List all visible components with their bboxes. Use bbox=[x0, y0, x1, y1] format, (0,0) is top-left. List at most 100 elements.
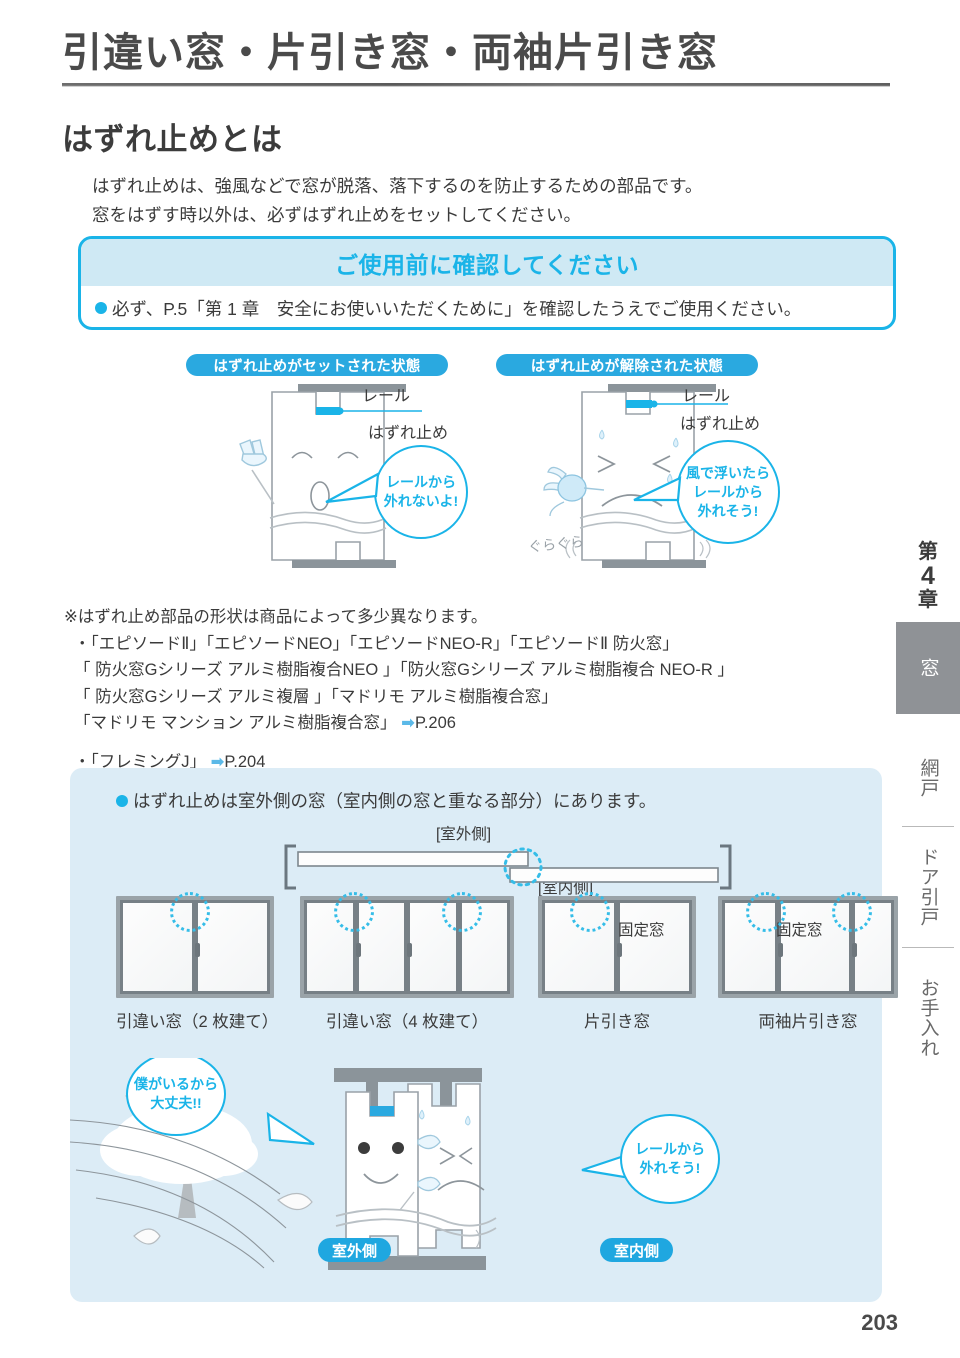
title-underline-rule bbox=[62, 80, 890, 87]
indoor-mouth bbox=[437, 1180, 485, 1191]
bullet-dot-icon bbox=[116, 794, 128, 807]
window-label-1: 引違い窓（2 枚建て） bbox=[116, 1013, 279, 1031]
face-mouth bbox=[310, 481, 330, 511]
wind-scene-illustration bbox=[70, 1068, 632, 1270]
indoor-sweat-1 bbox=[419, 1109, 425, 1120]
indoor-sash-character bbox=[407, 1083, 481, 1249]
fixed-window-tag-1: 固定窓 bbox=[618, 922, 665, 939]
plan-view-overlap bbox=[284, 844, 732, 890]
sash-inside bbox=[509, 867, 719, 883]
panel-heading-row: はずれ止めは室外側の窓（室内側の窓と重なる部分）にあります。 bbox=[116, 788, 656, 813]
note-line-3: 「 防火窓Gシリーズ アルミ複層 」「マドリモ アルミ樹脂複合窓」 bbox=[74, 687, 558, 706]
sidebar-item-amido[interactable]: 網戸 bbox=[917, 758, 939, 798]
bubble-set-line-2: 外れないよ! bbox=[383, 493, 459, 509]
window-figure-4 bbox=[718, 896, 898, 998]
window-pane-fixed bbox=[617, 900, 692, 994]
badge-outside: 室外側 bbox=[318, 1238, 392, 1262]
wind-scene: 僕がいるから 大丈夫!! レールから 外れそう! 室外側 室内側 bbox=[70, 1058, 882, 1290]
bubble-released-line-2: レールから bbox=[693, 483, 763, 500]
speech-bubble-released: 風で浮いたら レールから 外れそう! bbox=[676, 440, 780, 544]
label-rail-right: レール bbox=[682, 388, 731, 405]
page-number: 203 bbox=[861, 1310, 898, 1335]
bubble-set-tail bbox=[325, 472, 380, 504]
face-eye-right bbox=[337, 451, 359, 459]
bubble-released-line-3: 外れそう! bbox=[697, 502, 759, 519]
speech-bubble-outdoor: 僕がいるから 大丈夫!! bbox=[126, 1058, 226, 1136]
notice-header: ご使用前に確認してください bbox=[81, 239, 893, 286]
window-handle bbox=[617, 943, 622, 958]
stopper-highlight-circle bbox=[442, 892, 482, 932]
tab-divider bbox=[902, 947, 954, 948]
face-mouth bbox=[601, 494, 663, 507]
label-inside-plan: [室内側] bbox=[538, 880, 594, 897]
chapter-side-tabs: 第 4 章 窓 網戸 ドア引戸 お手入れ bbox=[896, 540, 960, 1068]
window-figure-3 bbox=[538, 896, 696, 998]
outdoor-eye-right bbox=[392, 1142, 404, 1154]
speech-bubble-indoor: レールから 外れそう! bbox=[620, 1114, 720, 1204]
sidebar-item-oteire[interactable]: お手入れ bbox=[917, 978, 939, 1058]
rail-top-bar bbox=[334, 1068, 482, 1082]
bracket-left bbox=[284, 844, 296, 890]
face-eye-left bbox=[597, 455, 617, 473]
rail-bottom-bar bbox=[602, 560, 706, 568]
bullet-dot-icon bbox=[95, 302, 107, 314]
note-line-5: ・「フレミングJ」 ➡P.204 bbox=[64, 749, 884, 776]
bubble-released-tail bbox=[633, 476, 682, 502]
state-pill-released: はずれ止めが解除された状態 bbox=[496, 354, 758, 376]
waist-line-2 bbox=[579, 521, 697, 534]
chapter-number: 4 bbox=[921, 562, 935, 590]
waist-line-2 bbox=[335, 1218, 497, 1237]
page-title: 引違い窓・片引き窓・両袖片引き窓 bbox=[62, 31, 718, 75]
notice-body: 必ず、P.5「第 1 章 安全にお使いいただくために」を確認したうえでご使用くだ… bbox=[81, 286, 893, 327]
section-body-line-1: はずれ止めは、強風などで窓が脱落、落下するのを防止するための部品です。 bbox=[92, 176, 703, 196]
rail-top-bar bbox=[298, 384, 406, 392]
bubble-outdoor-line-2: 大丈夫!! bbox=[150, 1095, 202, 1111]
sweat-drop-1 bbox=[599, 429, 605, 440]
diagram-stopper-set bbox=[239, 384, 422, 568]
window-figure-1 bbox=[116, 896, 274, 998]
bracket-right bbox=[720, 844, 732, 890]
notice-box: ご使用前に確認してください 必ず、P.5「第 1 章 安全にお使いいただくために… bbox=[78, 236, 896, 330]
bubble-outdoor-line-1: 僕がいるから bbox=[134, 1076, 218, 1092]
section-body: はずれ止めは、強風などで窓が脱落、落下するのを防止するための部品です。 窓をはず… bbox=[92, 172, 882, 230]
stopper-highlight-circle bbox=[832, 892, 872, 932]
label-stopper-right: はずれ止め bbox=[680, 416, 761, 433]
diagram-stopper-released bbox=[543, 384, 728, 568]
outdoor-hands bbox=[399, 1134, 441, 1211]
stopper-highlight-circle bbox=[746, 892, 786, 932]
product-notes: ※はずれ止め部品の形状は商品によって多少異なります。 ・「エピソードⅡ」「エピソ… bbox=[64, 604, 884, 775]
window-label-2: 引違い窓（4 枚建て） bbox=[325, 1013, 489, 1031]
stopper-part bbox=[626, 400, 652, 408]
stopper-highlight-circle bbox=[503, 847, 543, 887]
window-handle bbox=[851, 943, 857, 958]
arrow-icon: ➡ bbox=[401, 714, 415, 732]
sidebar-item-door-hikido[interactable]: ドア引戸 bbox=[917, 847, 939, 927]
section-heading: はずれ止めとは bbox=[62, 122, 283, 157]
chapter-prefix: 第 bbox=[918, 541, 938, 563]
window-handle bbox=[355, 943, 361, 958]
note-line-5-text: ・「フレミングJ」 bbox=[74, 752, 206, 771]
indoor-eye-left bbox=[439, 1147, 456, 1165]
outdoor-smile bbox=[363, 1173, 399, 1184]
chapter-heading: 第 4 章 bbox=[896, 540, 960, 622]
bubble-indoor-line-1: レールから bbox=[635, 1141, 705, 1157]
note-ref-206: P.206 bbox=[414, 714, 456, 732]
section-body-line-2: 窓をはずす時以外は、必ずはずれ止めをセットしてください。 bbox=[92, 205, 581, 225]
sweat-drop-2 bbox=[673, 437, 679, 448]
sidebar-item-mado[interactable]: 窓 bbox=[896, 622, 960, 714]
notice-body-text: 必ず、P.5「第 1 章 安全にお使いいただくために」を確認したうえでご使用くだ… bbox=[112, 298, 802, 319]
waist-line-1 bbox=[579, 511, 697, 524]
state-pill-set: はずれ止めがセットされた状態 bbox=[186, 354, 448, 376]
arrow-icon: ➡ bbox=[210, 752, 225, 771]
note-line-4-text: 「マドリモ マンション アルミ樹脂複合窓」 bbox=[74, 714, 397, 732]
peace-hand-icon bbox=[239, 439, 267, 467]
note-lead: ※はずれ止め部品の形状は商品によって多少異なります。 bbox=[64, 608, 488, 626]
window-pane bbox=[407, 900, 459, 994]
label-outside-plan: [室外側] bbox=[436, 826, 492, 843]
stopper-part bbox=[370, 1106, 394, 1116]
notice-header-text: ご使用前に確認してください bbox=[334, 251, 640, 278]
face-eye-left bbox=[291, 451, 313, 459]
window-handle bbox=[777, 943, 783, 958]
note-line-4: 「マドリモ マンション アルミ樹脂複合窓」 ➡P.206 bbox=[64, 710, 884, 737]
